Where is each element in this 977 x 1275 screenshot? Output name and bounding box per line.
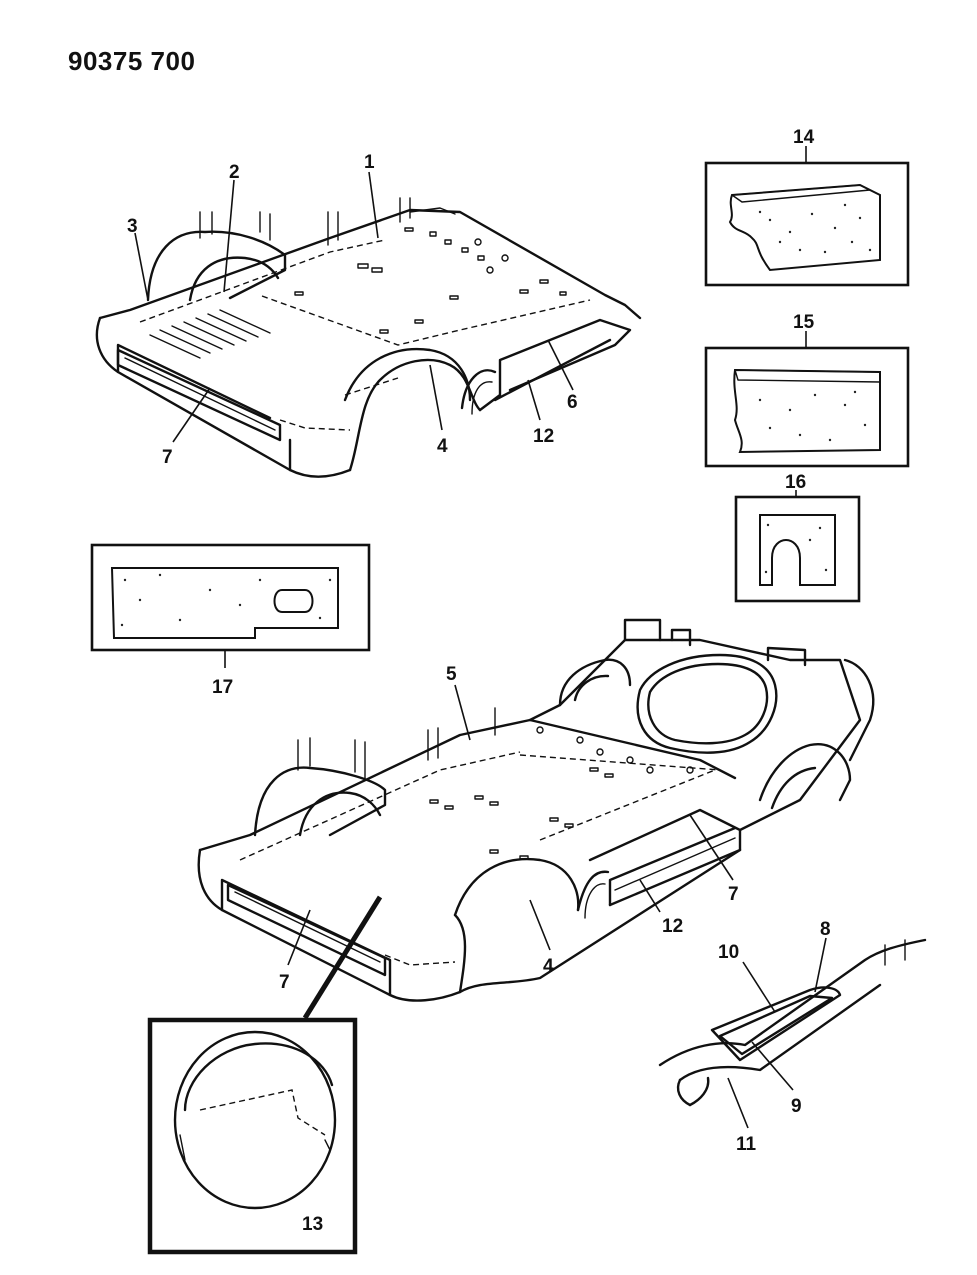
- callout-10: 10: [718, 942, 739, 963]
- inset-part-16: [734, 495, 861, 603]
- callout-14: 14: [793, 127, 815, 148]
- callout-4-top: 4: [437, 436, 448, 457]
- inset-part-13: [147, 895, 383, 1255]
- callout-7-top: 7: [162, 447, 173, 468]
- top-floor-pan-view: [95, 197, 642, 478]
- inset-part-15: [704, 346, 910, 468]
- callout-4-bottom: 4: [543, 956, 554, 977]
- callout-1: 1: [364, 152, 375, 173]
- bottom-floor-pan-view: [197, 618, 875, 1002]
- inset-part-14: [704, 161, 910, 287]
- callout-5: 5: [446, 664, 457, 685]
- callout-7-bottom: 7: [279, 972, 290, 993]
- callout-12-bottom: 12: [662, 916, 683, 937]
- callout-16: 16: [785, 472, 806, 493]
- callout-7-right: 7: [728, 884, 739, 905]
- callout-12-top: 12: [533, 426, 554, 447]
- callout-13: 13: [302, 1214, 323, 1235]
- part-number: 90375 700: [68, 46, 195, 76]
- callout-11: 11: [736, 1134, 757, 1155]
- callout-6: 6: [567, 392, 578, 413]
- callout-8: 8: [820, 919, 831, 940]
- inset-part-17: [90, 543, 371, 652]
- callout-15: 15: [793, 312, 815, 333]
- callout-3: 3: [127, 216, 138, 237]
- callout-labels: 1 2 3 4 6 12 7 14 15 16 17 5 7 12 4 7 8 …: [127, 127, 831, 1235]
- detail-sill-view: [658, 938, 927, 1107]
- callout-9: 9: [791, 1096, 802, 1117]
- callout-2: 2: [229, 162, 240, 183]
- leader-lines: [134, 146, 827, 1129]
- callout-17: 17: [212, 677, 233, 698]
